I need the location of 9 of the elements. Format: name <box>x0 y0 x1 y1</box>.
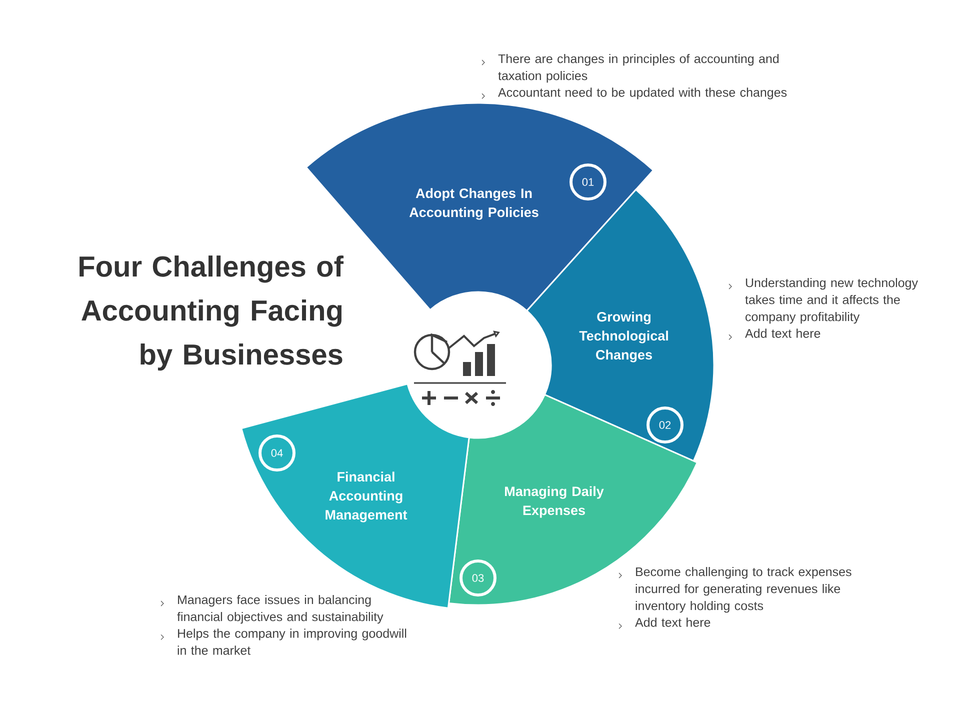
title: Four Challenges of Accounting Facing by Businesses <box>80 256 344 371</box>
bullet-text: There are changes in principles of accounting and taxation policies <box>498 54 779 83</box>
bullet-text: Add text here <box>635 618 710 627</box>
bullet-text: Understanding new technology takes time and it affects the company profitability <box>745 278 918 324</box>
bullet-text: Helps the company in improving goodwill in the market <box>178 628 406 655</box>
bullet-text: Managers face issues in balancing financial objectives and sustainability <box>177 595 384 624</box>
bullet-text: Become challenging to track expenses incurred for generating revenues like inventory holding costs <box>636 567 852 613</box>
bullet-text: Accountant need to be updated with these changes <box>498 88 787 100</box>
bullet-text: Add text here <box>745 328 820 338</box>
